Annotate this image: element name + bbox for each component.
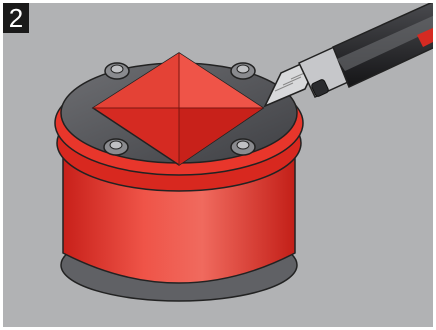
membrane-facet-top-right <box>179 53 263 108</box>
step-number-badge: 2 <box>3 3 29 33</box>
pipe-illustration <box>54 3 433 302</box>
bolt-icon <box>104 62 130 80</box>
membrane-facet-top-left <box>93 53 179 108</box>
membrane-facet-bottom-right <box>179 108 263 165</box>
bolt-icon <box>230 62 256 80</box>
illustration-panel: 2 <box>3 3 433 327</box>
bolt-icon <box>103 138 129 156</box>
utility-knife-icon <box>263 3 433 108</box>
bolt-icon <box>230 138 256 156</box>
